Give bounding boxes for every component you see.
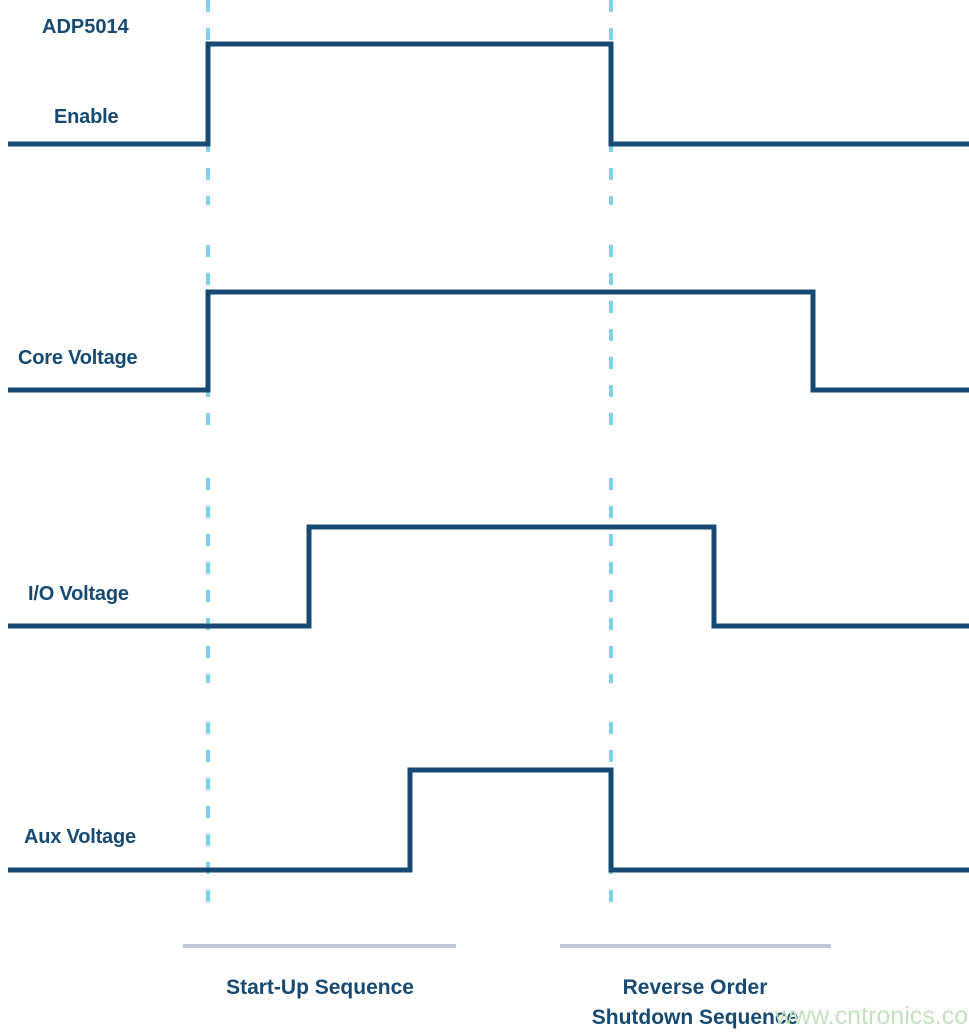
watermark-text: www.cntronics.com — [775, 1002, 969, 1030]
signal-label-io-voltage: I/O Voltage — [28, 583, 129, 605]
waveform-core-voltage — [8, 289, 969, 393]
signal-label-enable: Enable — [54, 106, 119, 128]
caption-shutdown-sequence: Reverse Order Shutdown Sequence — [591, 976, 799, 1030]
waveforms-group — [8, 41, 969, 873]
signal-label-aux-voltage: Aux Voltage — [24, 826, 136, 848]
waveform-enable — [8, 41, 969, 147]
caption-start-up-sequence: Start-Up Sequence — [226, 976, 414, 999]
part-number-label: ADP5014 — [42, 16, 129, 38]
waveform-aux-voltage — [8, 767, 969, 873]
waveform-io-voltage — [8, 524, 969, 629]
signal-label-core-voltage: Core Voltage — [18, 347, 138, 369]
